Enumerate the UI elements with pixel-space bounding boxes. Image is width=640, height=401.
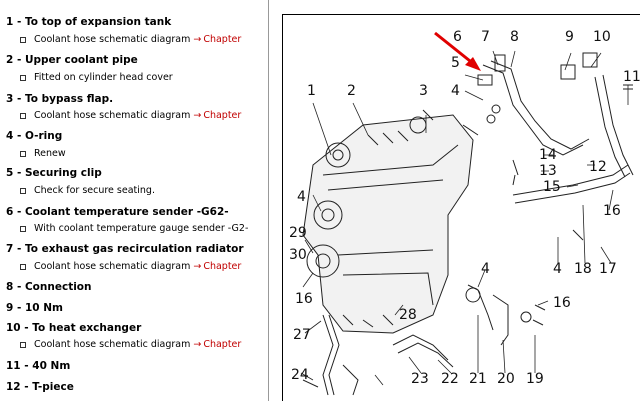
legend-item-sub: Renew [20, 148, 66, 159]
callout-number: 23 [411, 371, 429, 387]
chapter-link-label: Chapter [203, 261, 242, 272]
red-arrow-icon [434, 31, 481, 71]
legend-item-sub: Fitted on cylinder head cover [20, 72, 173, 83]
legend-item-title: 4 - O-ring [6, 130, 63, 142]
coolant-pipes-drawing [422, 52, 634, 241]
legend-item-title: 2 - Upper coolant pipe [6, 54, 138, 66]
bullet-icon [20, 74, 26, 81]
arrow-right-icon: → [193, 110, 202, 121]
callout-number: 10 [593, 29, 611, 45]
legend-item-sub-text: Coolant hose schematic diagram [34, 34, 191, 45]
callout-number: 4 [553, 261, 562, 277]
chapter-link[interactable]: →Chapter [193, 34, 241, 45]
bullet-icon [20, 341, 26, 348]
exploded-view-diagram: 6 7 8 9 10 11 5 4 3 1 2 14 13 12 15 16 4… [282, 14, 640, 401]
callout-number: 19 [526, 371, 544, 387]
arrow-right-icon: → [193, 261, 202, 272]
callout-number: 1 [307, 83, 316, 99]
chapter-link[interactable]: →Chapter [193, 110, 241, 121]
callout-number: 9 [565, 29, 574, 45]
arrow-right-icon: → [193, 339, 202, 350]
bullet-icon [20, 187, 26, 194]
chapter-link[interactable]: →Chapter [193, 261, 241, 272]
legend-item-title: 9 - 10 Nm [6, 302, 63, 314]
panel-divider [268, 0, 269, 401]
chapter-link-label: Chapter [203, 110, 242, 121]
callout-number: 15 [543, 179, 561, 195]
legend-item-sub-text: With coolant temperature gauge sender -G… [34, 223, 249, 234]
legend-item-title: 11 - 40 Nm [6, 360, 71, 372]
callout-numbers: 6 7 8 9 10 11 5 4 3 1 2 14 13 12 15 16 4… [289, 29, 640, 387]
legend-item-title: 12 - T-piece [6, 381, 74, 393]
callout-number: 7 [481, 29, 490, 45]
callout-number: 16 [295, 291, 313, 307]
callout-number: 17 [599, 261, 617, 277]
callout-number: 18 [574, 261, 592, 277]
engine-coolant-diagram: 6 7 8 9 10 11 5 4 3 1 2 14 13 12 15 16 4… [289, 29, 640, 396]
callout-number: 28 [399, 307, 417, 323]
legend-item-sub: Coolant hose schematic diagram →Chapter [20, 34, 241, 45]
bullet-icon [20, 36, 26, 43]
legend-item-title: 8 - Connection [6, 281, 92, 293]
callout-number: 22 [441, 371, 459, 387]
legend-item-sub-text: Coolant hose schematic diagram [34, 110, 191, 121]
callout-number: 6 [453, 29, 462, 45]
callout-number: 14 [539, 147, 557, 163]
callout-number: 27 [293, 327, 311, 343]
callout-number: 20 [497, 371, 515, 387]
legend-item-title: 5 - Securing clip [6, 167, 102, 179]
bullet-icon [20, 150, 26, 157]
callout-number: 4 [481, 261, 490, 277]
bullet-icon [20, 225, 26, 232]
callout-number: 16 [553, 295, 571, 311]
legend-item-title: 10 - To heat exchanger [6, 322, 142, 334]
callout-number: 2 [347, 83, 356, 99]
callout-number: 12 [589, 159, 607, 175]
legend-item-sub-text: Check for secure seating. [34, 185, 155, 196]
chapter-link[interactable]: →Chapter [193, 339, 241, 350]
legend-item-sub-text: Fitted on cylinder head cover [34, 72, 173, 83]
callout-number: 30 [289, 247, 307, 263]
leader-lines [300, 50, 629, 386]
chapter-link-label: Chapter [203, 339, 242, 350]
arrow-right-icon: → [193, 34, 202, 45]
legend-item-sub-text: Coolant hose schematic diagram [34, 261, 191, 272]
callout-number: 13 [539, 163, 557, 179]
legend-item-title: 7 - To exhaust gas recirculation radiato… [6, 243, 244, 255]
callout-number: 29 [289, 225, 307, 241]
callout-number: 4 [451, 83, 460, 99]
bullet-icon [20, 263, 26, 270]
legend-item-sub: Check for secure seating. [20, 185, 155, 196]
legend-item-sub: Coolant hose schematic diagram →Chapter [20, 261, 241, 272]
legend-item-sub: With coolant temperature gauge sender -G… [20, 223, 248, 234]
chapter-link-label: Chapter [203, 34, 242, 45]
callout-number: 21 [469, 371, 487, 387]
callout-number: 3 [419, 83, 428, 99]
callout-number: 5 [451, 55, 460, 71]
legend-item-title: 3 - To bypass flap. [6, 93, 114, 105]
legend-item-title: 1 - To top of expansion tank [6, 16, 172, 28]
legend-item-sub-text: Coolant hose schematic diagram [34, 339, 191, 350]
legend-item-sub-text: Renew [34, 148, 66, 159]
callout-number: 11 [623, 69, 640, 85]
callout-number: 16 [603, 203, 621, 219]
legend-item-sub: Coolant hose schematic diagram →Chapter [20, 339, 241, 350]
bullet-icon [20, 112, 26, 119]
lower-parts-drawing [302, 284, 546, 396]
callout-number: 8 [510, 29, 519, 45]
legend-panel: 1 - To top of expansion tank Coolant hos… [0, 0, 268, 401]
legend-item-sub: Coolant hose schematic diagram →Chapter [20, 110, 241, 121]
callout-number: 24 [291, 367, 309, 383]
callout-number: 4 [297, 189, 306, 205]
legend-item-title: 6 - Coolant temperature sender -G62- [6, 206, 229, 218]
engine-block-drawing [302, 114, 474, 334]
